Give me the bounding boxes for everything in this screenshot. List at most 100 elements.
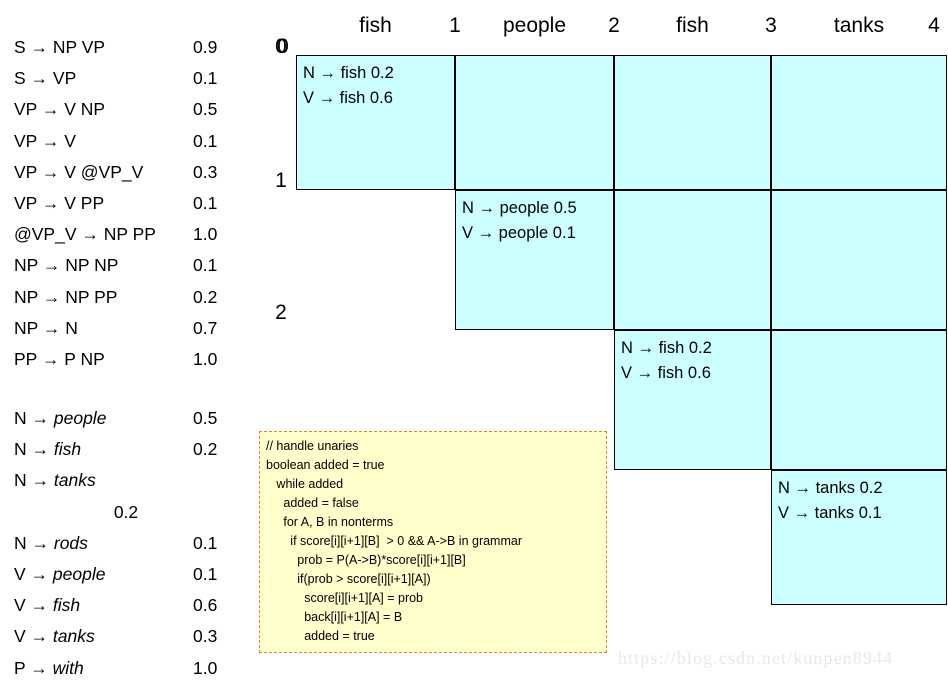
- lexical-rule-nonterminal: N →: [14, 532, 54, 553]
- grammar-rule-text: @VP_V → NP PP: [14, 224, 156, 245]
- lexical-rule-text: N → fish: [14, 434, 81, 465]
- grammar-rule-text: VP → V @VP_V: [14, 161, 144, 182]
- column-header-index: 2: [608, 14, 620, 37]
- grammar-rule-text: NP → N: [14, 317, 78, 338]
- lexical-rule-text: N → tanks: [14, 465, 96, 496]
- row-header-index: 1: [275, 169, 287, 192]
- lexical-rule-word: people: [52, 564, 106, 584]
- pseudocode-line: if score[i][i+1][B] > 0 && A->B in gramm…: [266, 534, 522, 548]
- pseudocode-line: prob = P(A->B)*score[i][i+1][B]: [266, 553, 466, 567]
- pseudocode-line: // handle unaries: [266, 439, 359, 453]
- chart-cell-entry: N → fish 0.2: [303, 64, 394, 82]
- lexical-rule-text: P → with: [14, 653, 84, 684]
- chart-cell-entry: V → tanks 0.1: [778, 504, 882, 522]
- lexical-rule-nonterminal: V →: [14, 595, 53, 616]
- lexical-rule-word: fish: [52, 595, 81, 616]
- grammar-rule-row: VP → V 0.1: [0, 126, 256, 157]
- lexical-rule-probability: 0.2: [193, 439, 218, 460]
- lexical-rule-text: V → fish: [14, 590, 80, 621]
- grammar-rule-probability: 0.1: [193, 255, 218, 276]
- grammar-rule-probability: 0.1: [193, 68, 218, 89]
- watermark-text: https://blog.csdn.net/kunpen8944: [618, 648, 894, 668]
- grammar-rule-probability: 0.2: [193, 286, 218, 307]
- lexical-rule-probability: 0.2: [113, 501, 139, 522]
- lexical-rule-nonterminal: V →: [14, 564, 53, 584]
- grammar-rule-text: PP → P NP: [14, 349, 105, 369]
- grammar-rule-row: PP → P NP 1.0: [0, 344, 256, 375]
- chart-cell: [771, 330, 947, 470]
- lexical-rule-row: N → tanks: [0, 465, 256, 496]
- lexical-rule-row: V → tanks 0.3: [0, 621, 256, 652]
- chart-cell-entry: N → fish 0.2: [621, 339, 712, 357]
- row-header-index: 2: [275, 301, 287, 324]
- chart-cell-entry: V → fish 0.6: [303, 89, 393, 107]
- pseudocode-line: added = true: [266, 629, 375, 643]
- chart-cell-entry: N → people 0.5: [462, 199, 577, 217]
- lexical-rule-text: V → people: [14, 559, 105, 590]
- grammar-rule-probability: 0.1: [193, 193, 218, 213]
- column-header-index: 1: [449, 14, 461, 37]
- chart-cell: [614, 190, 771, 330]
- column-header-word: people: [502, 14, 567, 37]
- chart-cell: [771, 55, 947, 190]
- pseudocode-line: while added: [266, 477, 344, 491]
- lexical-rule-row: V → people 0.1: [0, 559, 256, 590]
- lexical-rule-probability: 1.0: [193, 657, 218, 678]
- lexical-rule-row: V → fish 0.6: [0, 590, 256, 621]
- grammar-rule-text: VP → V NP: [14, 99, 106, 120]
- lexical-rule-probability: 0.6: [193, 595, 218, 616]
- grammar-rule-row: S → NP VP 0.9: [0, 32, 256, 63]
- grammar-rule-probability: 1.0: [193, 349, 218, 369]
- lexical-rule-nonterminal: N →: [14, 470, 54, 491]
- grammar-rule-text: NP → NP PP: [14, 286, 118, 307]
- lexical-rule-text: V → tanks: [14, 621, 95, 652]
- grammar-rule-text: VP → V: [14, 130, 76, 151]
- grammar-rule-probability: 0.1: [193, 130, 218, 151]
- grammar-rule-text: NP → NP NP: [14, 255, 119, 276]
- column-header-index: 4: [928, 14, 940, 37]
- grammar-rule-text: VP → V PP: [14, 193, 105, 213]
- grammar-rule-row: NP → N 0.7: [0, 313, 256, 344]
- column-header-index: 3: [765, 14, 777, 37]
- pseudocode-line: score[i][i+1][A] = prob: [266, 591, 424, 605]
- grammar-rule-row: VP → V PP 0.1: [0, 188, 256, 219]
- grammar-rule-row: NP → NP NP 0.1: [0, 250, 256, 281]
- lexical-rule-probability: 0.1: [193, 532, 218, 553]
- lexical-rule-word: rods: [53, 532, 88, 553]
- row-header-index: 0: [275, 35, 287, 58]
- lexical-rule-word: tanks: [53, 470, 96, 491]
- chart-cell: [614, 55, 771, 190]
- column-header-word: fish: [676, 14, 709, 37]
- lexical-rule-text: N → rods: [14, 528, 88, 559]
- grammar-rule-probability: 0.7: [193, 317, 218, 338]
- pseudocode-line: added = false: [266, 496, 359, 510]
- lexical-rule-probability: 0.3: [193, 626, 218, 647]
- grammar-rule-text: S → NP VP: [14, 37, 106, 57]
- chart-cell: N → fish 0.2 V → fish 0.6: [296, 55, 455, 190]
- pseudocode-line: back[i][i+1][A] = B: [266, 610, 403, 624]
- column-header-index: 0: [277, 35, 289, 58]
- lexical-rule-nonterminal: V →: [14, 626, 53, 647]
- grammar-rule-probability: 0.9: [193, 37, 218, 57]
- lexical-rule-text: N → people: [14, 403, 106, 434]
- lexical-rule-probability: 0.1: [193, 564, 218, 584]
- lexical-rule-word: fish: [53, 439, 82, 460]
- chart-cell: [771, 190, 947, 330]
- grammar-rule-probability: 0.5: [193, 99, 218, 120]
- chart-cell: [455, 55, 614, 190]
- column-header-word: fish: [359, 14, 392, 37]
- pseudocode-line: for A, B in nonterms: [266, 515, 394, 529]
- lexical-rule-probability-row: 0.2: [0, 497, 256, 528]
- lexical-rule-probability: 0.5: [193, 408, 218, 428]
- chart-cell-entry: N → tanks 0.2: [778, 479, 883, 497]
- lexical-rule-word: tanks: [52, 626, 95, 647]
- grammar-rule-row: NP → NP PP 0.2: [0, 282, 256, 313]
- lexical-rule-row: N → rods 0.1: [0, 528, 256, 559]
